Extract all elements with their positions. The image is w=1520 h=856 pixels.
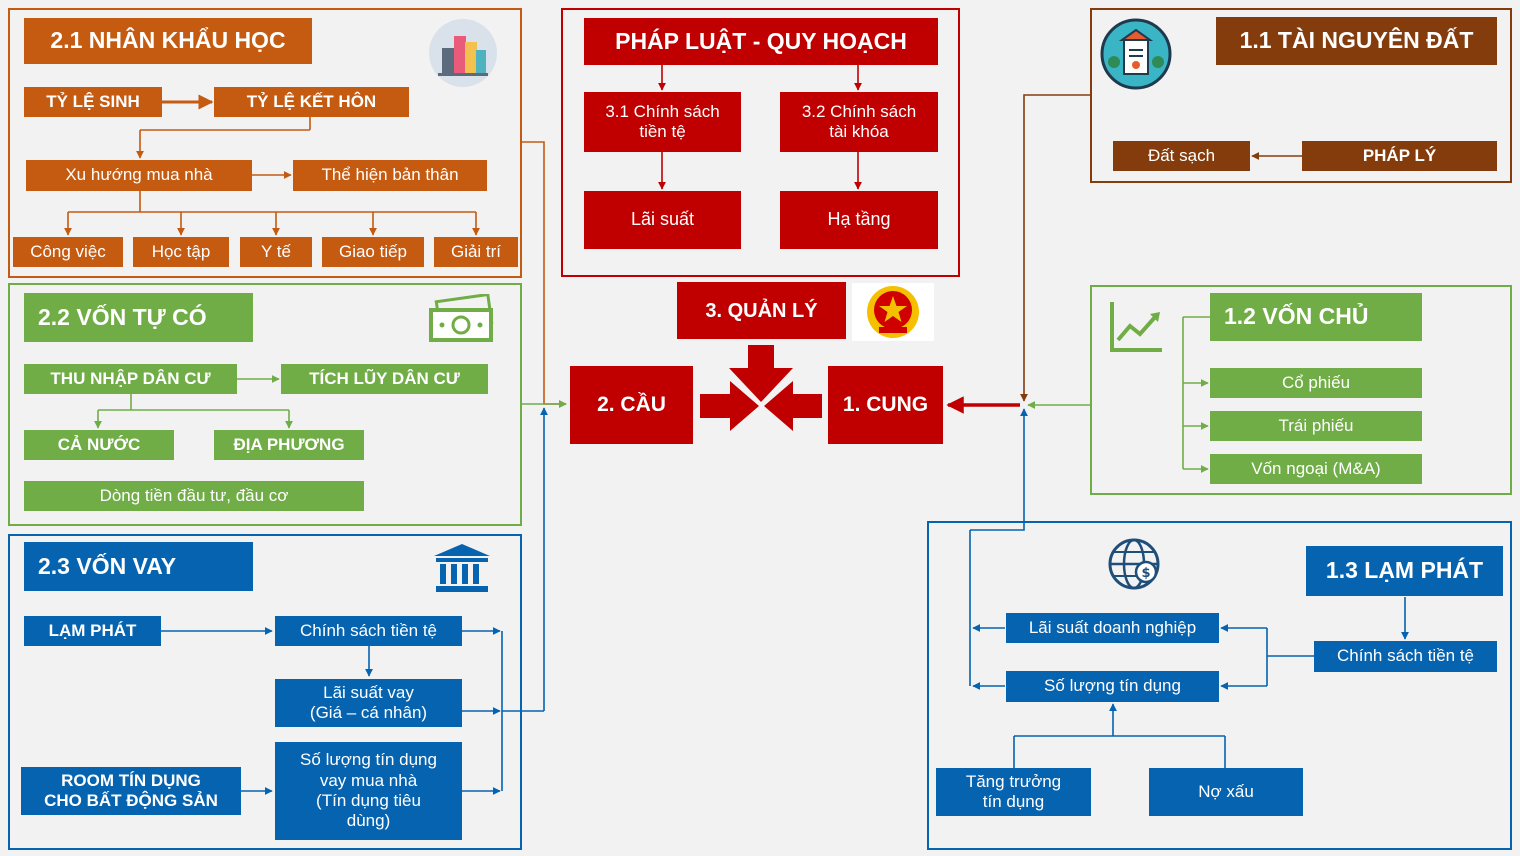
loans-credit-volume-line-1: Số lượng tín dụng (300, 750, 437, 770)
local-box: ĐỊA PHƯƠNG (214, 430, 364, 460)
credit-room-line-1: ROOM TÍN DỤNG (61, 770, 201, 790)
buildings-icon (428, 18, 498, 88)
bank-icon (432, 542, 492, 594)
svg-text:$: $ (1141, 566, 1150, 581)
bad-debt-box: Nợ xấu (1149, 768, 1303, 816)
inflation-supply-title: 1.3 LẠM PHÁT (1306, 546, 1503, 596)
marriage-rate-box: TỶ LỆ KẾT HÔN (214, 87, 409, 117)
infrastructure-box: Hạ tầng (780, 191, 938, 249)
cashflow-box: Dòng tiền đầu tư, đầu cơ (24, 481, 364, 511)
demographics-title: 2.1 NHÂN KHẨU HỌC (24, 18, 312, 64)
loans-credit-volume-line-2: vay mua nhà (319, 770, 418, 790)
demographics-item-leisure: Giải trí (434, 237, 518, 267)
loans-credit-volume-line-4: dùng) (346, 811, 391, 831)
credit-growth-line-2: tín dụng (982, 792, 1045, 811)
savings-box: TÍCH LŨY DÂN CƯ (281, 364, 488, 394)
law-title: PHÁP LUẬT - QUY HOẠCH (584, 18, 938, 65)
loans-monetary-policy-box: Chính sách tiền tệ (275, 616, 462, 646)
equity-title: 2.2 VỐN TỰ CÓ (24, 293, 253, 342)
supply-credit-volume-box: Số lượng tín dụng (1006, 671, 1219, 702)
demographics-item-social: Giao tiếp (322, 237, 424, 267)
management-box: 3. QUẢN LÝ (677, 282, 846, 339)
land-title: 1.1 TÀI NGUYÊN ĐẤT (1216, 17, 1497, 65)
loans-inflation-box: LẠM PHÁT (24, 616, 161, 646)
loan-rate-box: Lãi suất vay (Giá – cá nhân) (275, 679, 462, 727)
owner-capital-item-stocks: Cổ phiếu (1210, 368, 1422, 398)
credit-room-box: ROOM TÍN DỤNG CHO BẤT ĐỘNG SẢN (21, 767, 241, 815)
demand-box: 2. CẦU (570, 366, 693, 444)
birth-rate-box: TỶ LỆ SINH (24, 87, 162, 117)
enterprise-rate-box: Lãi suất doanh nghiệp (1006, 613, 1219, 643)
loans-credit-volume-line-3: (Tín dụng tiêu (316, 791, 421, 810)
clean-land-box: Đất sạch (1113, 141, 1250, 171)
interest-rate-box: Lãi suất (584, 191, 741, 249)
owner-capital-title: 1.2 VỐN CHỦ (1210, 293, 1422, 341)
loan-rate-line-1: Lãi suất vay (323, 682, 414, 702)
credit-growth-box: Tăng trưởng tín dụng (936, 768, 1091, 816)
monetary-policy-law-box: 3.1 Chính sách tiền tệ (584, 92, 741, 152)
monetary-policy-law-line-1: 3.1 Chính sách (605, 101, 720, 121)
monetary-policy-law-line-2: tiền tệ (639, 122, 686, 141)
supply-monetary-policy-box: Chính sách tiền tệ (1314, 641, 1497, 672)
owner-capital-item-bonds: Trái phiếu (1210, 411, 1422, 441)
fiscal-policy-line-1: 3.2 Chính sách (801, 101, 917, 121)
loan-rate-line-2: (Giá – cá nhân) (309, 703, 428, 722)
land-certificate-icon (1100, 18, 1172, 90)
demographics-item-work: Công việc (13, 237, 123, 267)
fiscal-policy-box: 3.2 Chính sách tài khóa (780, 92, 938, 152)
loans-title: 2.3 VỐN VAY (24, 542, 253, 591)
national-emblem-icon (852, 283, 934, 341)
self-expression-box: Thể hiện bản thân (293, 160, 487, 191)
owner-capital-item-foreign: Vốn ngoại (M&A) (1210, 454, 1422, 484)
loans-credit-volume-box: Số lượng tín dụng vay mua nhà (Tín dụng … (275, 742, 462, 840)
growth-chart-icon (1106, 300, 1166, 356)
banknote-icon (428, 292, 496, 344)
income-box: THU NHẬP DÂN CƯ (24, 364, 237, 394)
demographics-item-health: Y tế (240, 237, 312, 267)
convergence-arrows (700, 345, 822, 431)
nationwide-box: CẢ NƯỚC (24, 430, 174, 460)
credit-room-line-2: CHO BẤT ĐỘNG SẢN (44, 791, 218, 810)
home-trend-box: Xu hướng mua nhà (26, 160, 252, 191)
supply-box: 1. CUNG (828, 366, 943, 444)
global-finance-icon: $ (1104, 534, 1166, 594)
fiscal-policy-line-2: tài khóa (829, 122, 889, 141)
credit-growth-line-1: Tăng trưởng (965, 771, 1062, 791)
legal-box: PHÁP LÝ (1302, 141, 1497, 171)
demographics-item-study: Học tập (133, 237, 229, 267)
